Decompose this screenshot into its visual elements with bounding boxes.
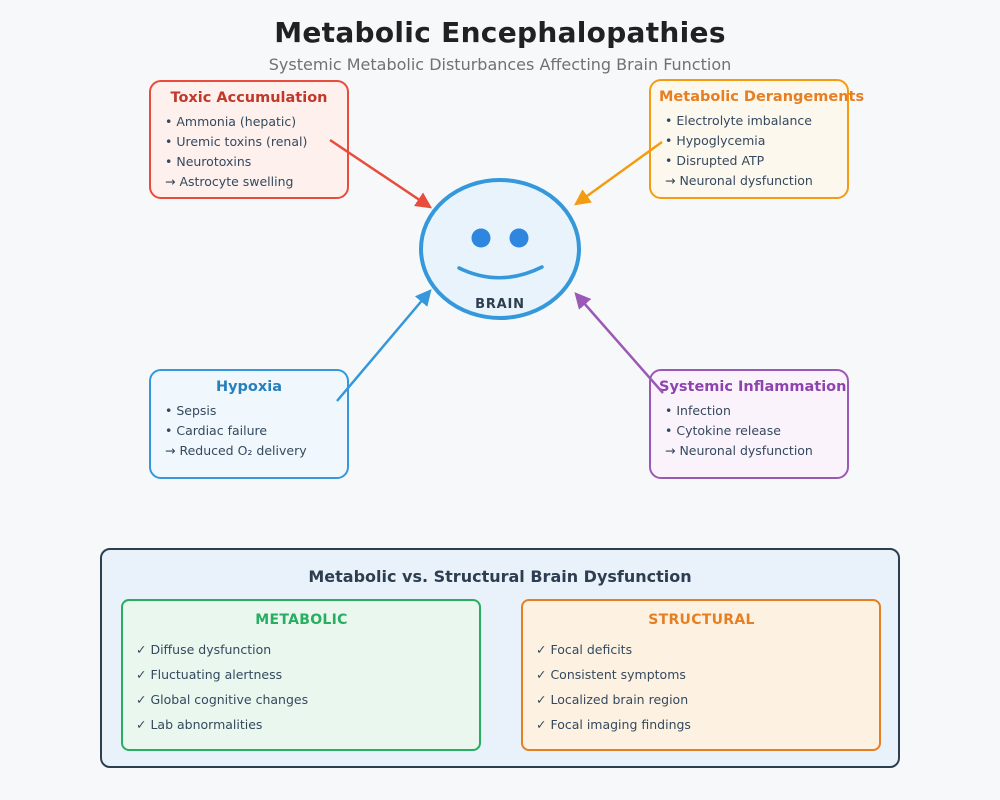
list-item: ✓ Consistent symptoms <box>536 667 686 682</box>
box-list-inflammation: • Infection • Cytokine release → Neurona… <box>659 401 839 461</box>
box-list-derangements: • Electrolyte imbalance • Hypoglycemia •… <box>659 111 839 191</box>
structural-column-list: ✓ Focal deficits ✓ Consistent symptoms ✓… <box>534 637 869 737</box>
list-item: ✓ Fluctuating alertness <box>136 667 283 682</box>
metabolic-column-title: METABOLIC <box>255 612 348 628</box>
list-item: ✓ Localized brain region <box>536 692 689 707</box>
list-item: • Disrupted ATP <box>665 153 765 168</box>
brain-eye-right-icon <box>509 228 529 248</box>
metabolic-column: METABOLIC ✓ Diffuse dysfunction ✓ Fluctu… <box>121 599 481 751</box>
box-title-inflammation: Systemic Inflammation <box>659 379 847 395</box>
list-item: ✓ Global cognitive changes <box>136 692 309 707</box>
brain-eye-left-icon <box>471 228 491 248</box>
brain-label: BRAIN <box>475 297 525 312</box>
box-systemic-inflammation: Systemic Inflammation • Infection • Cyto… <box>649 369 849 479</box>
list-item: → Reduced O₂ delivery <box>165 443 307 458</box>
list-item: → Neuronal dysfunction <box>665 173 813 188</box>
comparison-title: Metabolic vs. Structural Brain Dysfuncti… <box>308 567 692 586</box>
structural-column: STRUCTURAL ✓ Focal deficits ✓ Consistent… <box>521 599 881 751</box>
list-item: • Neurotoxins <box>165 154 252 169</box>
brain-face-icon <box>419 178 581 320</box>
box-title-toxic: Toxic Accumulation <box>170 90 328 106</box>
page-subtitle: Systemic Metabolic Disturbances Affectin… <box>268 55 732 74</box>
box-hypoxia: Hypoxia • Sepsis • Cardiac failure → Red… <box>149 369 349 479</box>
box-metabolic-derangements: Metabolic Derangements • Electrolyte imb… <box>649 79 865 199</box>
list-item: → Astrocyte swelling <box>165 174 294 189</box>
box-list-toxic: • Ammonia (hepatic) • Uremic toxins (ren… <box>159 112 339 192</box>
list-item: ✓ Focal deficits <box>536 642 633 657</box>
list-item: • Ammonia (hepatic) <box>165 114 297 129</box>
list-item: → Neuronal dysfunction <box>665 443 813 458</box>
list-item: • Sepsis <box>165 403 217 418</box>
box-toxic-accumulation: Toxic Accumulation • Ammonia (hepatic) •… <box>149 80 349 199</box>
metabolic-column-list: ✓ Diffuse dysfunction ✓ Fluctuating aler… <box>134 637 469 737</box>
arrow-hypoxia-to-brain <box>336 289 432 402</box>
list-item: ✓ Focal imaging findings <box>536 717 691 732</box>
brain-and-arrows-overlay <box>329 138 664 402</box>
list-item: • Uremic toxins (renal) <box>165 134 308 149</box>
box-title-hypoxia: Hypoxia <box>215 379 283 395</box>
box-title-derangements: Metabolic Derangements <box>659 89 865 105</box>
page-title: Metabolic Encephalopathies <box>274 16 726 49</box>
list-item: • Electrolyte imbalance <box>665 113 812 128</box>
comparison-panel: Metabolic vs. Structural Brain Dysfuncti… <box>100 548 900 768</box>
structural-column-title: STRUCTURAL <box>648 612 755 628</box>
box-list-hypoxia: • Sepsis • Cardiac failure → Reduced O₂ … <box>159 401 339 461</box>
list-item: ✓ Diffuse dysfunction <box>136 642 272 657</box>
list-item: • Cardiac failure <box>165 423 268 438</box>
list-item: ✓ Lab abnormalities <box>136 717 263 732</box>
brain-smile-icon <box>457 265 544 280</box>
list-item: • Hypoglycemia <box>665 133 766 148</box>
list-item: • Infection <box>665 403 731 418</box>
list-item: • Cytokine release <box>665 423 781 438</box>
